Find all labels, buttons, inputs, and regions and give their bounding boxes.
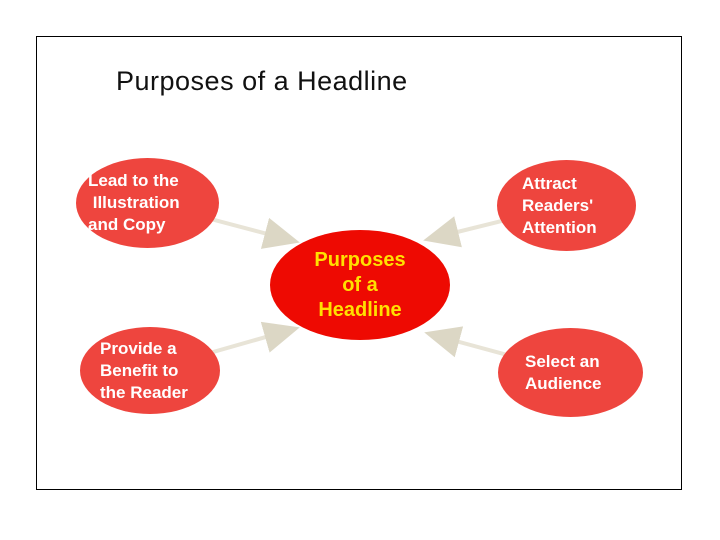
slide-title: Purposes of a Headline: [116, 66, 408, 96]
